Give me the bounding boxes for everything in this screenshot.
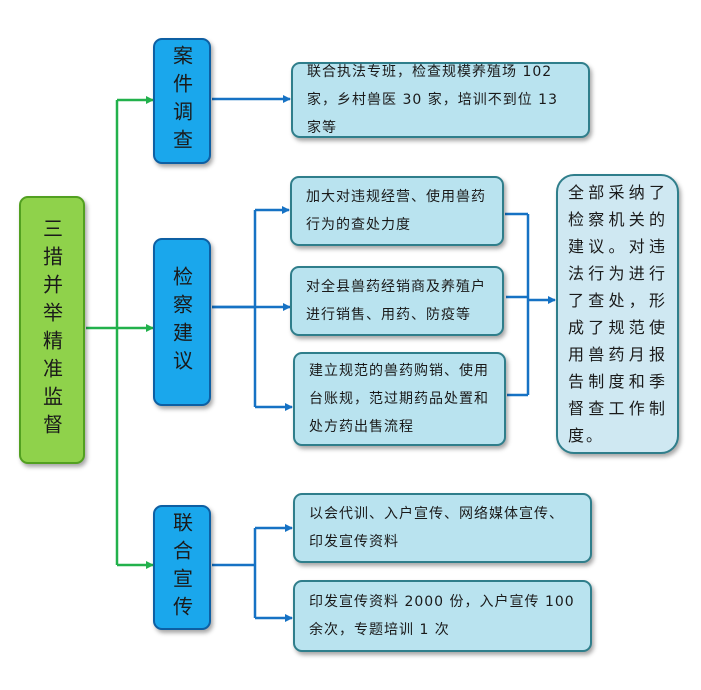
suggestion-connector bbox=[212, 206, 293, 411]
category-label: 检察建议 bbox=[169, 266, 194, 378]
detail-publicity-methods: 以会代训、入户宣传、网络媒体宣传、印发宣传资料 bbox=[293, 493, 592, 563]
root-connector bbox=[86, 96, 154, 569]
category-label: 联合宣传 bbox=[169, 511, 194, 624]
publicity-connector bbox=[212, 524, 293, 622]
detail-text: 加大对违规经营、使用兽药行为的查处力度 bbox=[306, 189, 486, 233]
category-procuratorial-suggestion: 检察建议 bbox=[153, 238, 211, 406]
category-joint-publicity: 联合宣传 bbox=[153, 505, 211, 630]
result-box: 全部采纳了检察机关的建议。对违法行为进行了查处，形成了规范使用兽药月报告制度和季… bbox=[556, 174, 679, 454]
category-case-investigation: 案件调查 bbox=[153, 38, 211, 164]
root-label: 三措并举精准监督 bbox=[39, 218, 64, 442]
root-box: 三措并举精准监督 bbox=[19, 196, 85, 464]
detail-suggestion-inspection: 对全县兽药经销商及养殖户进行销售、用药、防疫等 bbox=[290, 266, 504, 336]
detail-suggestion-enforcement: 加大对违规经营、使用兽药行为的查处力度 bbox=[290, 176, 504, 246]
category-label: 案件调查 bbox=[169, 45, 194, 157]
result-connector bbox=[505, 212, 556, 397]
detail-text: 建立规范的兽药购销、使用台账规，范过期药品处置和处方药出售流程 bbox=[309, 363, 489, 435]
result-text: 全部采纳了检察机关的建议。对违法行为进行了查处，形成了规范使用兽药月报告制度和季… bbox=[568, 183, 667, 445]
detail-text: 对全县兽药经销商及养殖户进行销售、用药、防疫等 bbox=[306, 279, 486, 323]
detail-publicity-stats: 印发宣传资料 2000 份，入户宣传 100 余次，专题培训 1 次 bbox=[293, 580, 592, 652]
detail-text: 联合执法专班，检查规模养殖场 102 家，乡村兽医 30 家，培训不到位 13 … bbox=[307, 64, 558, 136]
detail-suggestion-ledger: 建立规范的兽药购销、使用台账规，范过期药品处置和处方药出售流程 bbox=[293, 352, 506, 446]
detail-investigation-result: 联合执法专班，检查规模养殖场 102 家，乡村兽医 30 家，培训不到位 13 … bbox=[291, 62, 590, 138]
detail-text: 以会代训、入户宣传、网络媒体宣传、印发宣传资料 bbox=[309, 506, 564, 550]
detail-text: 印发宣传资料 2000 份，入户宣传 100 余次，专题培训 1 次 bbox=[309, 594, 575, 638]
